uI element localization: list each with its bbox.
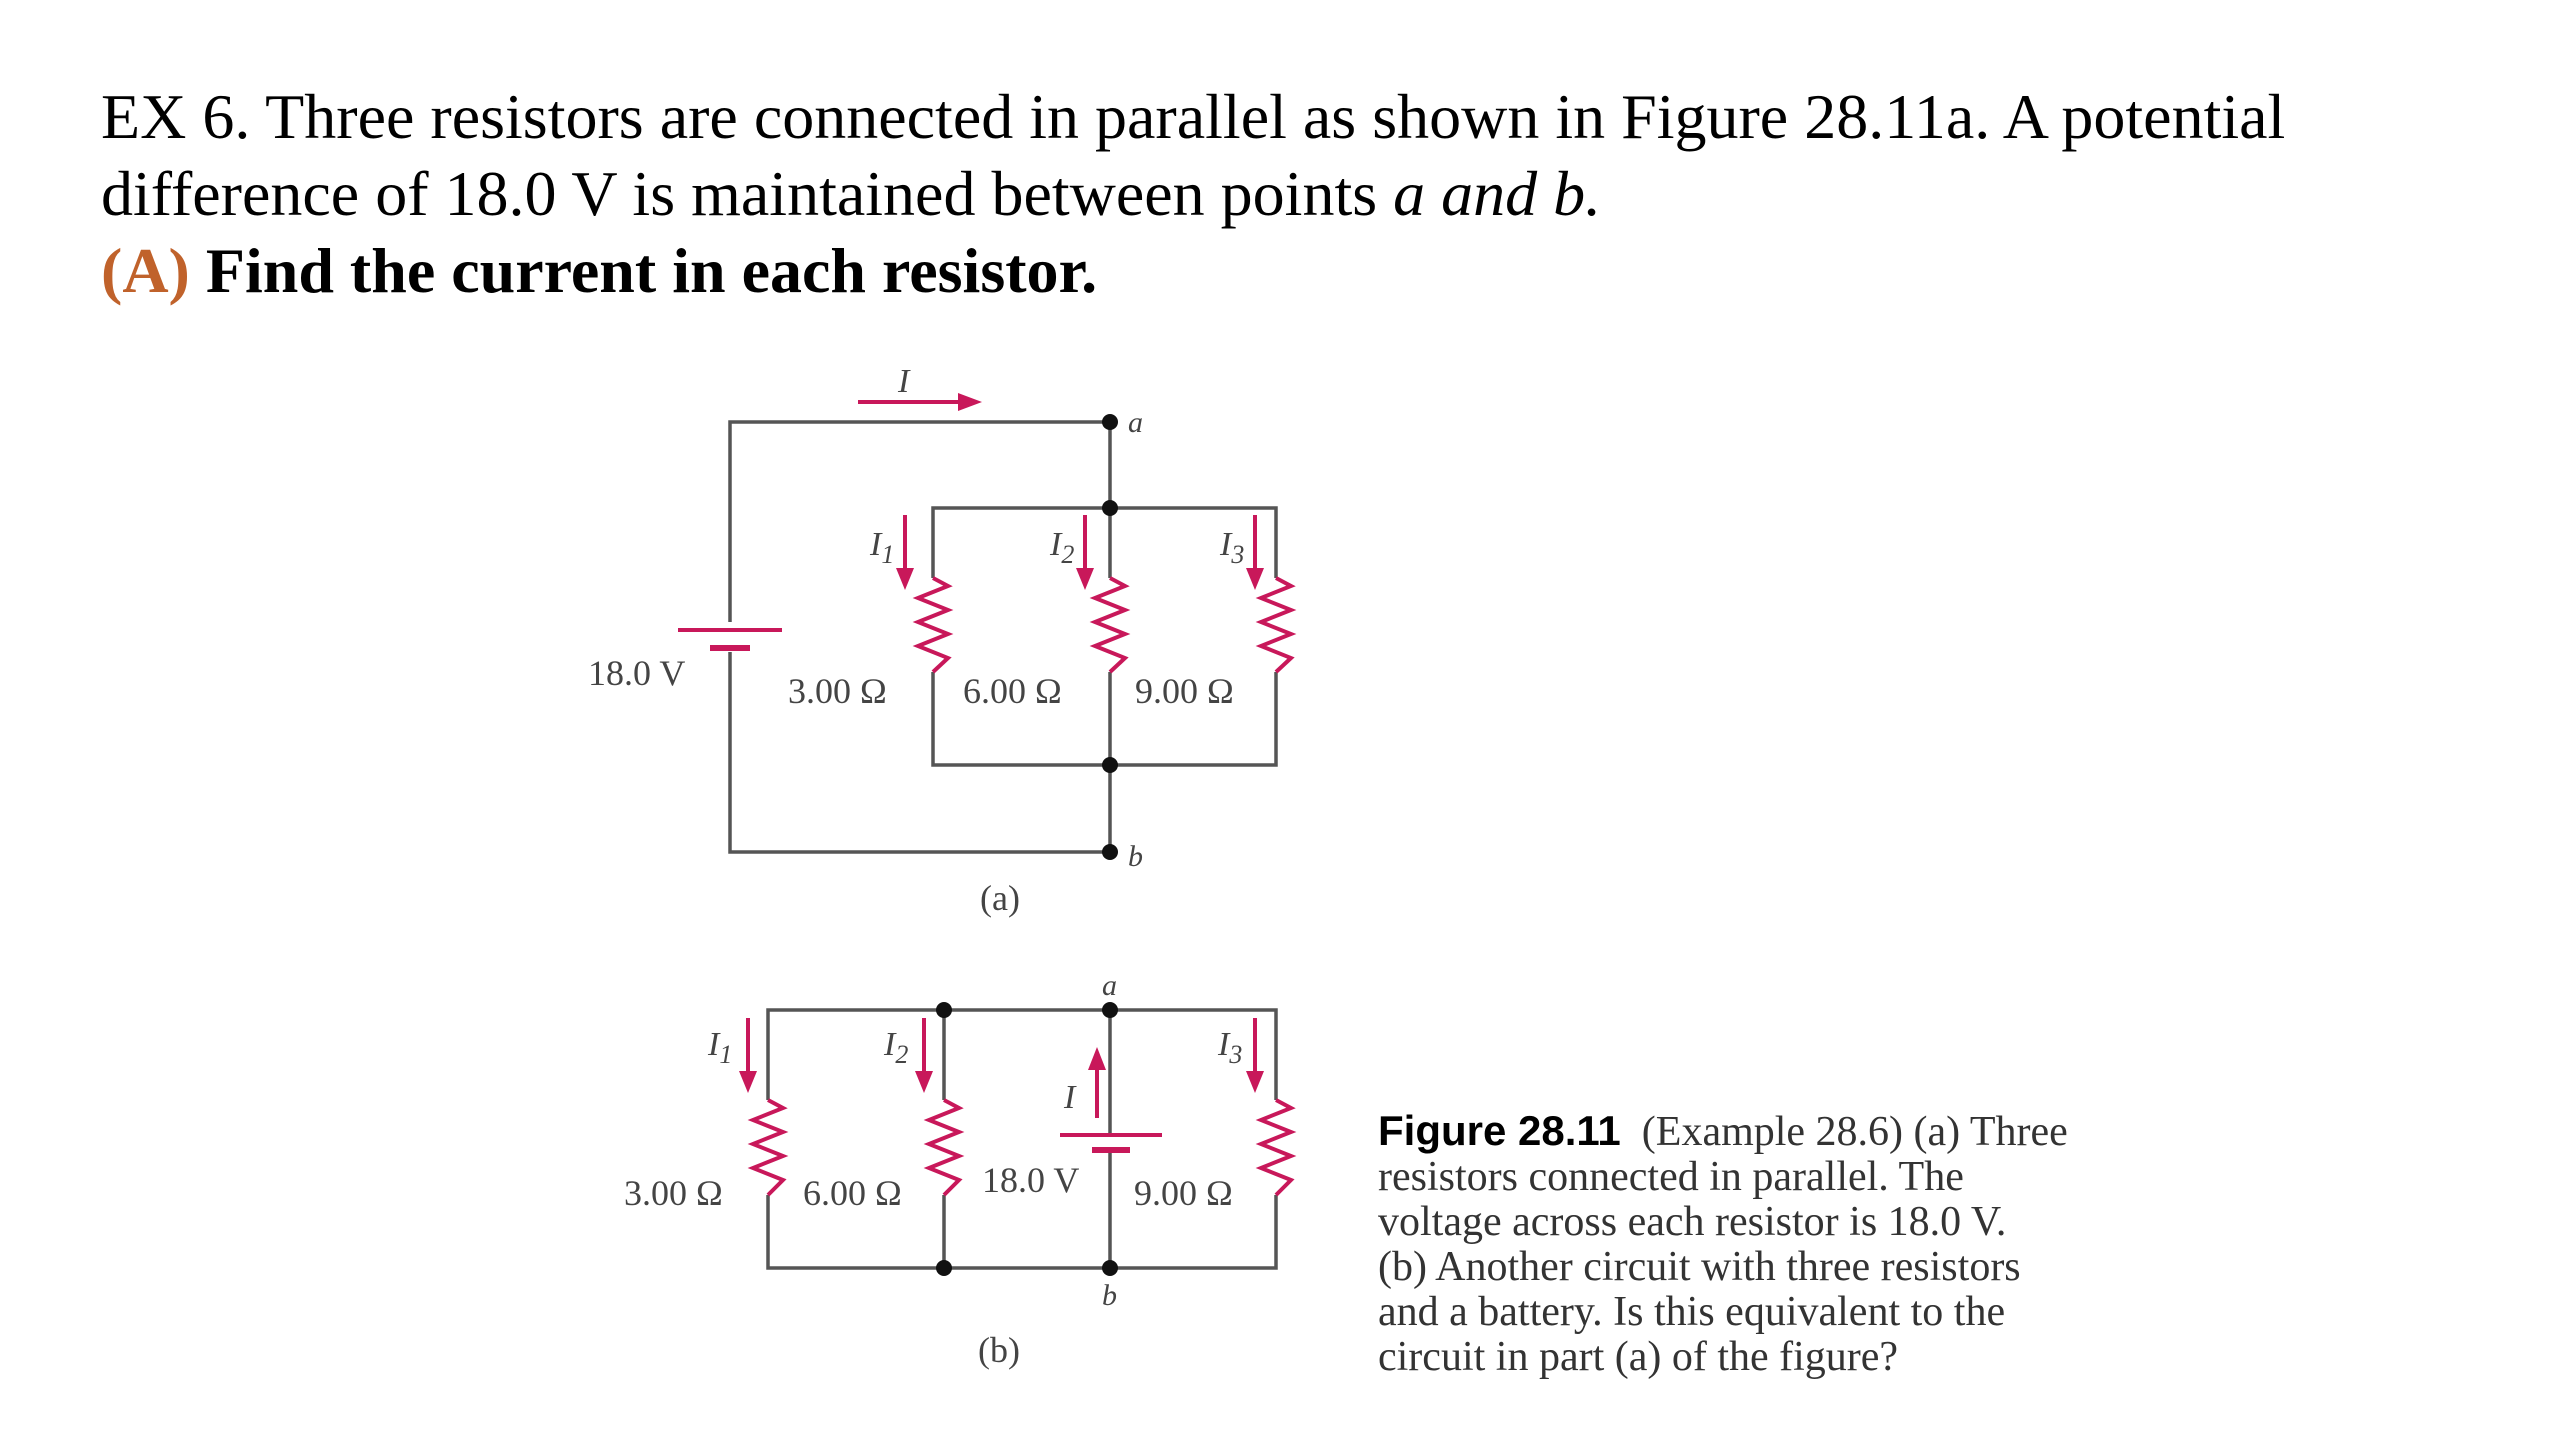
problem-line-2: difference of 18.0 V is maintained betwe… [101, 155, 2501, 232]
resistor-9ohm [1255, 1098, 1297, 1197]
part-a-question: (A) Find the current in each resistor. [101, 232, 2501, 309]
arrowhead [1246, 568, 1264, 590]
resistance-label: 9.00 Ω [1134, 1173, 1233, 1213]
node-a-label: a [1128, 406, 1143, 439]
problem-line-1: EX 6. Three resistors are connected in p… [101, 81, 2286, 152]
resistor-6ohm [1089, 576, 1131, 674]
arrowhead [1246, 1071, 1264, 1093]
wire-top [766, 1008, 1278, 1100]
caption-line: and a battery. Is this equivalent to the [1378, 1289, 2006, 1335]
wire-top-left [728, 420, 1110, 622]
circuit-b: 18.0 V I I1 I2 I3 3.00 Ω 6.00 Ω 9.00 Ω a… [624, 969, 1297, 1370]
current-label: I [897, 363, 911, 400]
arrowhead [1076, 568, 1094, 590]
junction-top [1102, 500, 1118, 516]
battery-label: 18.0 V [588, 653, 685, 693]
caption-text: (Example 28.6) (a) Three [1641, 1109, 2068, 1155]
resistance-label: 6.00 Ω [963, 671, 1062, 711]
caption-line: (b) Another circuit with three resistors [1378, 1244, 2021, 1290]
node-a [1102, 1002, 1118, 1018]
node-b-label: b [1128, 840, 1143, 873]
node-b [1102, 844, 1118, 860]
points-ab: a and b. [1393, 158, 1602, 229]
caption-title: Figure 28.11 [1378, 1107, 1621, 1154]
caption-line: circuit in part (a) of the figure? [1378, 1334, 1899, 1380]
node-a [1102, 414, 1118, 430]
junction-bottom [936, 1260, 952, 1276]
arrowhead [1088, 1047, 1106, 1070]
arrowhead [739, 1071, 757, 1093]
resistance-label: 9.00 Ω [1135, 671, 1234, 711]
part-a-label: (A) [101, 235, 190, 306]
junction-bottom [1102, 757, 1118, 773]
figure-caption: Figure 28.11 (Example 28.6) (a) Three re… [1378, 1108, 2378, 1380]
part-a-text: Find the current in each resistor. [189, 235, 1098, 306]
node-a-label: a [1102, 969, 1117, 1002]
resistance-label: 6.00 Ω [803, 1173, 902, 1213]
caption-line: voltage across each resistor is 18.0 V. [1378, 1199, 2007, 1245]
wire-bottom-left [728, 652, 1110, 854]
figure-a-label: (a) [980, 878, 1020, 918]
wire-bottom [766, 1195, 1278, 1270]
node-b [1102, 1260, 1118, 1276]
branch-current-label: I2 [1049, 526, 1074, 569]
circuit-a: I 18.0 V I1 I2 I3 3.00 Ω 6.00 Ω 9.0 [588, 363, 1297, 918]
resistance-label: 3.00 Ω [788, 671, 887, 711]
arrowhead [896, 568, 914, 590]
problem-line-2-text: difference of 18.0 V is maintained betwe… [101, 158, 1394, 229]
branch-current-label: I1 [869, 526, 894, 569]
node-b-label: b [1102, 1279, 1117, 1312]
figure-b-label: (b) [978, 1330, 1020, 1370]
branch-current-label: I1 [707, 1026, 732, 1069]
caption-line: resistors connected in parallel. The [1378, 1154, 1964, 1200]
battery-label: 18.0 V [982, 1160, 1079, 1200]
resistor-6ohm [923, 1098, 965, 1197]
problem-statement: EX 6. Three resistors are connected in p… [101, 78, 2501, 309]
resistor-9ohm [1255, 576, 1297, 674]
arrowhead [915, 1071, 933, 1093]
junction-top [936, 1002, 952, 1018]
branch-current-label: I3 [1217, 1026, 1242, 1069]
caption-line: Figure 28.11 (Example 28.6) (a) Three [1378, 1108, 2378, 1155]
resistor-3ohm [912, 576, 954, 674]
branch-current-label: I3 [1219, 526, 1244, 569]
branch-current-label: I2 [883, 1026, 908, 1069]
resistor-3ohm [747, 1098, 789, 1197]
battery-current-label: I [1063, 1079, 1077, 1116]
arrowhead [958, 393, 982, 411]
resistance-label: 3.00 Ω [624, 1173, 723, 1213]
